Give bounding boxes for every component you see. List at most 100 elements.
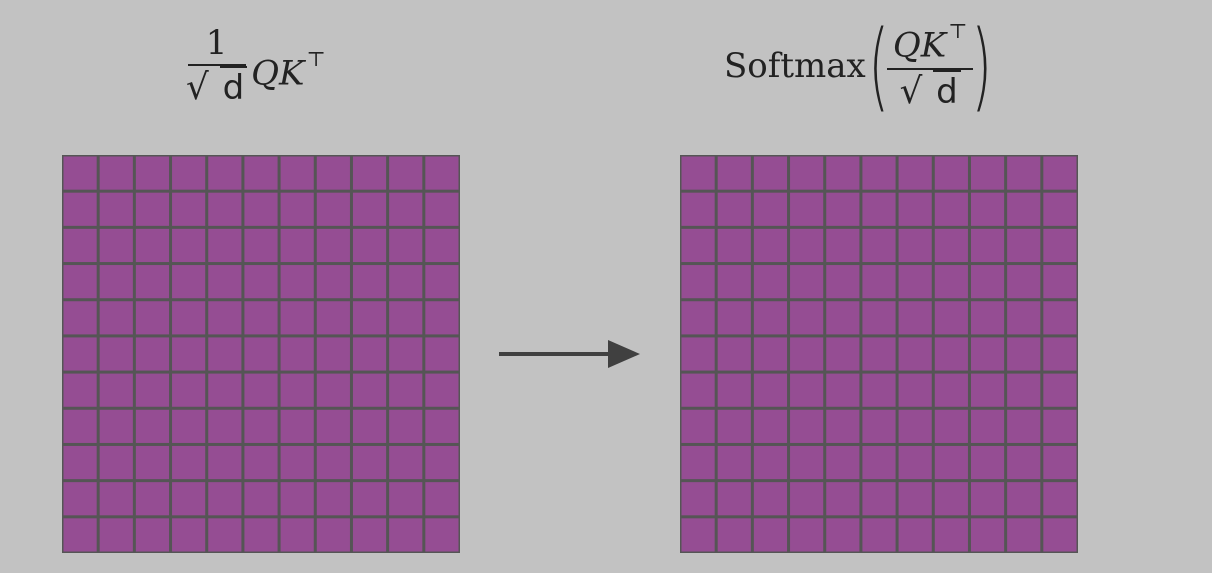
left-matrix-cell xyxy=(63,301,97,335)
left-matrix-cell xyxy=(63,482,97,516)
left-matrix-cell xyxy=(135,337,170,371)
right-formula: Softmax ( QK⊤ √ d ) xyxy=(724,18,1001,114)
left-matrix-cell xyxy=(208,337,242,371)
right-matrix-cell xyxy=(717,156,751,190)
left-matrix-cell xyxy=(425,482,459,516)
left-matrix-cell xyxy=(389,156,423,190)
left-formula: 1 √ d QK⊤ xyxy=(186,23,326,108)
left-matrix-cell xyxy=(172,373,206,407)
right-matrix-cell xyxy=(826,228,860,263)
left-matrix-cell xyxy=(352,373,387,407)
left-matrix-cell xyxy=(352,156,387,190)
right-matrix-cell xyxy=(1007,518,1041,552)
left-matrix-cell xyxy=(208,228,242,263)
left-numerator: 1 xyxy=(205,23,228,63)
left-matrix-cell xyxy=(316,518,350,552)
right-matrix-cell xyxy=(970,337,1005,371)
right-matrix-cell xyxy=(1043,482,1077,516)
left-matrix-cell xyxy=(208,265,242,299)
left-matrix-cell xyxy=(99,192,133,226)
left-matrix-cell xyxy=(135,301,170,335)
right-matrix-cell xyxy=(790,156,824,190)
left-matrix-cell xyxy=(280,156,314,190)
left-matrix-cell xyxy=(352,301,387,335)
right-matrix-cell xyxy=(790,445,824,480)
right-matrix-cell xyxy=(826,445,860,480)
right-matrix-cell xyxy=(898,482,932,516)
left-matrix-cell xyxy=(425,156,459,190)
left-matrix-cell xyxy=(135,373,170,407)
left-matrix-cell xyxy=(172,156,206,190)
right-matrix-cell xyxy=(1043,337,1077,371)
left-matrix-cell xyxy=(425,445,459,480)
right-matrix-cell xyxy=(717,373,751,407)
left-matrix-cell xyxy=(208,156,242,190)
left-matrix-cell xyxy=(389,301,423,335)
right-matrix-cell xyxy=(826,409,860,443)
left-matrix-cell xyxy=(208,409,242,443)
right-matrix-cell xyxy=(898,228,932,263)
left-matrix-cell xyxy=(135,518,170,552)
left-matrix-cell xyxy=(280,228,314,263)
left-matrix-cell xyxy=(425,373,459,407)
left-matrix-cell xyxy=(425,409,459,443)
right-matrix-cell xyxy=(862,192,896,226)
right-matrix-cell xyxy=(862,265,896,299)
left-matrix-cell xyxy=(280,373,314,407)
right-q: Q xyxy=(892,24,921,65)
left-matrix-cell xyxy=(244,228,278,263)
right-matrix-cell xyxy=(970,409,1005,443)
left-matrix-cell xyxy=(316,337,350,371)
left-matrix-cell xyxy=(280,518,314,552)
right-matrix-cell xyxy=(862,156,896,190)
open-paren: ( xyxy=(868,10,889,122)
left-matrix-cell xyxy=(99,445,133,480)
left-matrix-cell xyxy=(135,265,170,299)
right-matrix-cell xyxy=(862,373,896,407)
left-matrix-cell xyxy=(244,265,278,299)
right-matrix-cell xyxy=(898,301,932,335)
left-product: QK⊤ xyxy=(251,47,325,93)
right-matrix-cell xyxy=(934,518,968,552)
left-matrix-cell xyxy=(280,445,314,480)
left-k: K xyxy=(279,52,305,93)
right-matrix-cell xyxy=(826,265,860,299)
right-matrix-cell xyxy=(826,337,860,371)
left-matrix-cell xyxy=(316,482,350,516)
right-fraction: QK⊤ √ d xyxy=(887,20,974,112)
left-matrix-cell xyxy=(425,192,459,226)
right-matrix-cell xyxy=(717,228,751,263)
left-matrix-cell xyxy=(389,445,423,480)
right-matrix-cell xyxy=(753,192,788,226)
left-matrix-cell xyxy=(352,445,387,480)
left-matrix-cell xyxy=(99,228,133,263)
right-matrix-cell xyxy=(790,373,824,407)
right-matrix-cell xyxy=(790,301,824,335)
left-transpose: ⊤ xyxy=(306,46,326,71)
right-matrix-cell xyxy=(826,301,860,335)
right-matrix-cell xyxy=(753,337,788,371)
right-matrix-cell xyxy=(1007,301,1041,335)
right-matrix-cell xyxy=(826,192,860,226)
right-matrix-cell xyxy=(681,301,715,335)
left-matrix-cell xyxy=(389,373,423,407)
left-matrix-cell xyxy=(63,228,97,263)
right-matrix-cell xyxy=(862,518,896,552)
right-matrix-cell xyxy=(1043,228,1077,263)
left-matrix-cell xyxy=(63,409,97,443)
left-matrix-cell xyxy=(352,518,387,552)
right-matrix-cell xyxy=(1007,192,1041,226)
right-matrix-cell xyxy=(1007,156,1041,190)
left-matrix-cell xyxy=(208,445,242,480)
right-matrix-cell xyxy=(934,373,968,407)
left-matrix-cell xyxy=(135,409,170,443)
right-matrix-cell xyxy=(826,482,860,516)
right-matrix-cell xyxy=(681,409,715,443)
right-matrix-cell xyxy=(898,409,932,443)
left-matrix-cell xyxy=(172,192,206,226)
softmax-label: Softmax xyxy=(724,46,866,86)
left-matrix-cell xyxy=(316,192,350,226)
right-matrix-cell xyxy=(717,192,751,226)
right-matrix-cell xyxy=(1043,301,1077,335)
left-matrix-cell xyxy=(172,228,206,263)
